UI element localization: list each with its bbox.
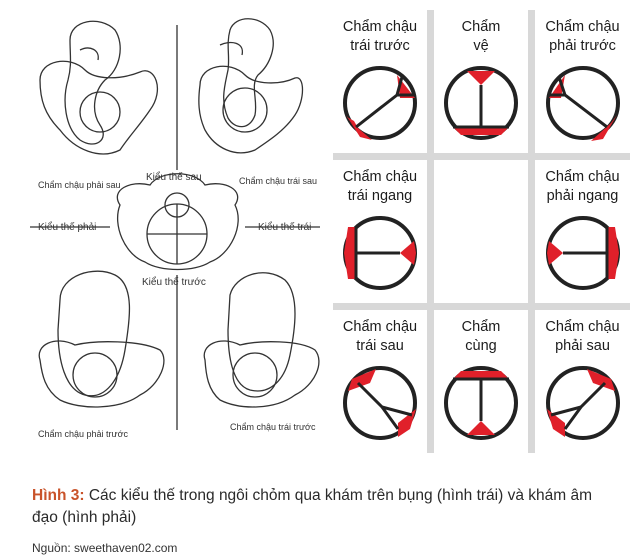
cell-empty <box>434 160 528 303</box>
figure-caption: Hình 3: Các kiểu thế trong ngôi chỏm qua… <box>32 485 622 529</box>
cell-right-posterior: Chẩm chậu phải sau <box>535 310 630 453</box>
label-bottom-center: Kiểu thế trước <box>142 276 206 288</box>
label-mid-left: Kiểu thế phải <box>38 221 96 233</box>
cell-label: Chẩm chậu phải trước <box>545 19 620 54</box>
fontanelle-diagram <box>343 366 417 440</box>
fetus-top-left <box>39 20 159 155</box>
fetal-positions-drawing: Chẩm chậu phải sau Chẩm chậu trái sau Ki… <box>30 18 320 439</box>
label-top-center: Kiểu thế sau <box>146 171 202 183</box>
fetus-bottom-right <box>203 272 320 408</box>
cell-right-transverse: Chẩm chậu phải ngang <box>535 160 630 303</box>
cell-left-posterior: Chẩm chậu trái sau <box>333 310 427 453</box>
label-bottom-left: Chẩm chậu phải trước <box>38 429 128 439</box>
fontanelle-diagram <box>444 366 518 440</box>
cell-label: Chẩm vệ <box>461 19 501 54</box>
fetus-top-right <box>198 18 304 154</box>
fetus-bottom-left <box>38 270 165 408</box>
source-note: Nguồn: sweethaven02.com <box>32 541 178 555</box>
label-mid-right: Kiểu thế trái <box>258 221 311 233</box>
fontanelle-diagram <box>343 66 417 140</box>
cell-label: Chẩm chậu trái trước <box>342 19 418 54</box>
fontanelle-diagram <box>545 366 620 440</box>
label-top-right: Chẩm chậu trái sau <box>239 176 317 186</box>
fontanelle-diagram <box>545 216 620 290</box>
cell-label: Chẩm chậu phải ngang <box>545 169 620 204</box>
cell-label: Chẩm cùng <box>461 319 501 354</box>
fontanelle-diagram <box>444 66 518 140</box>
label-top-left: Chẩm chậu phải sau <box>38 180 121 190</box>
cell-label: Chẩm chậu phải sau <box>545 319 620 354</box>
figure-number: Hình 3: <box>32 487 85 504</box>
cell-occiput-sacral: Chẩm cùng <box>434 310 528 453</box>
fontanelle-diagram <box>545 66 620 141</box>
cell-occiput-pubic: Chẩm vệ <box>434 10 528 153</box>
cell-right-anterior: Chẩm chậu phải trước <box>535 10 630 153</box>
fontanelle-diagram <box>343 216 417 290</box>
abdominal-exam-illustration: Chẩm chậu phải sau Chẩm chậu trái sau Ki… <box>0 0 330 455</box>
cell-left-transverse: Chẩm chậu trái ngang <box>333 160 427 303</box>
vaginal-exam-grid: Chẩm chậu trái trước Chẩm vệ Chẩm chậu p… <box>333 10 630 453</box>
figure-caption-text: Các kiểu thế trong ngôi chỏm qua khám tr… <box>32 487 592 526</box>
cell-left-anterior: Chẩm chậu trái trước <box>333 10 427 153</box>
cell-label: Chẩm chậu trái ngang <box>342 169 418 204</box>
label-bottom-right: Chẩm chậu trái trước <box>230 422 316 432</box>
cell-label: Chẩm chậu trái sau <box>342 319 418 354</box>
center-pelvis <box>116 173 239 271</box>
